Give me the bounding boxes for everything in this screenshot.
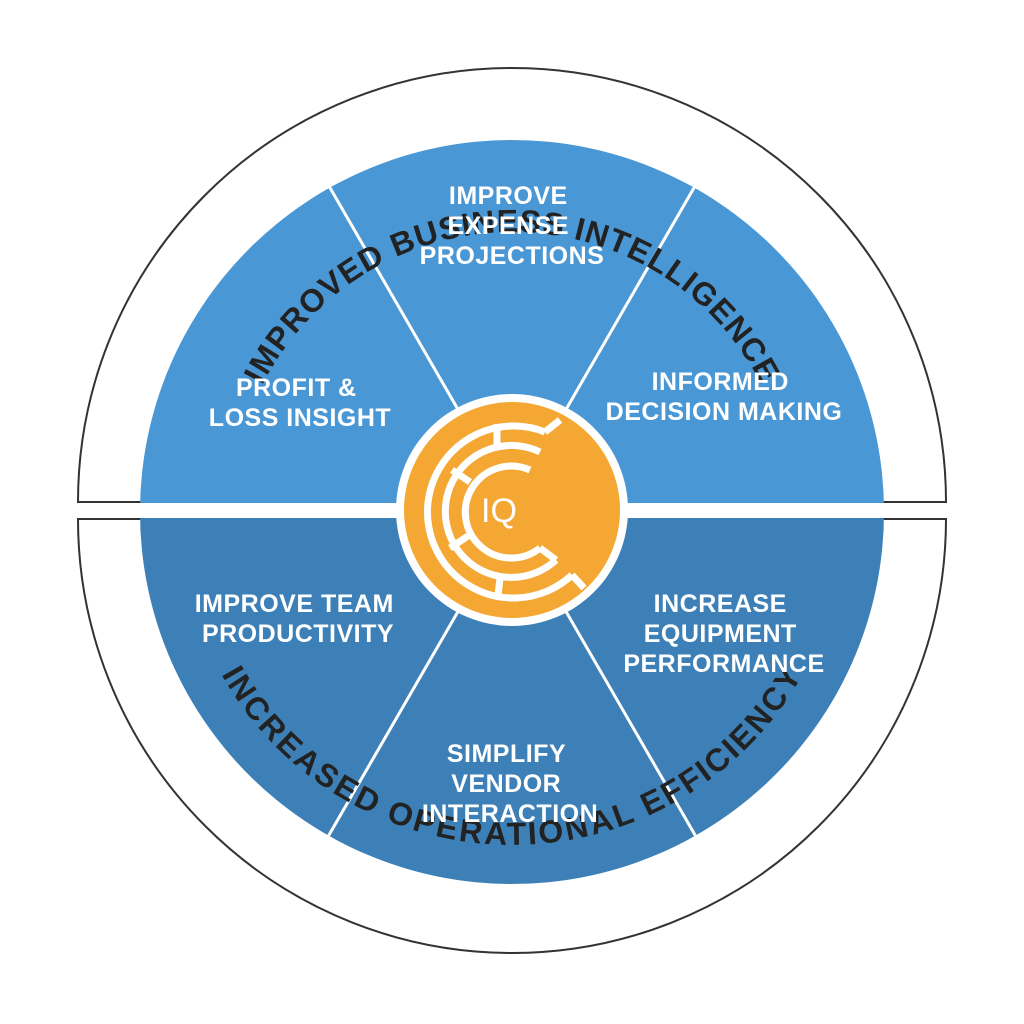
segment-label-top: IMPROVE EXPENSE PROJECTIONS <box>420 182 605 270</box>
segment-label-lower-left: IMPROVE TEAM PRODUCTIVITY <box>195 590 402 648</box>
logo-iq-text: IQ <box>481 492 517 530</box>
segment-label-upper-right: INFORMED DECISION MAKING <box>606 368 843 426</box>
segment-label-upper-left: PROFIT & LOSS INSIGHT <box>209 374 391 432</box>
logo-orange-disk <box>404 402 620 618</box>
maze-c-icon <box>423 417 587 602</box>
segment-label-lower-right: INCREASE EQUIPMENT PERFORMANCE <box>623 590 824 678</box>
center-logo: IQ <box>396 394 628 626</box>
segment-label-bottom: SIMPLIFY VENDOR INTERACTION <box>422 740 598 828</box>
